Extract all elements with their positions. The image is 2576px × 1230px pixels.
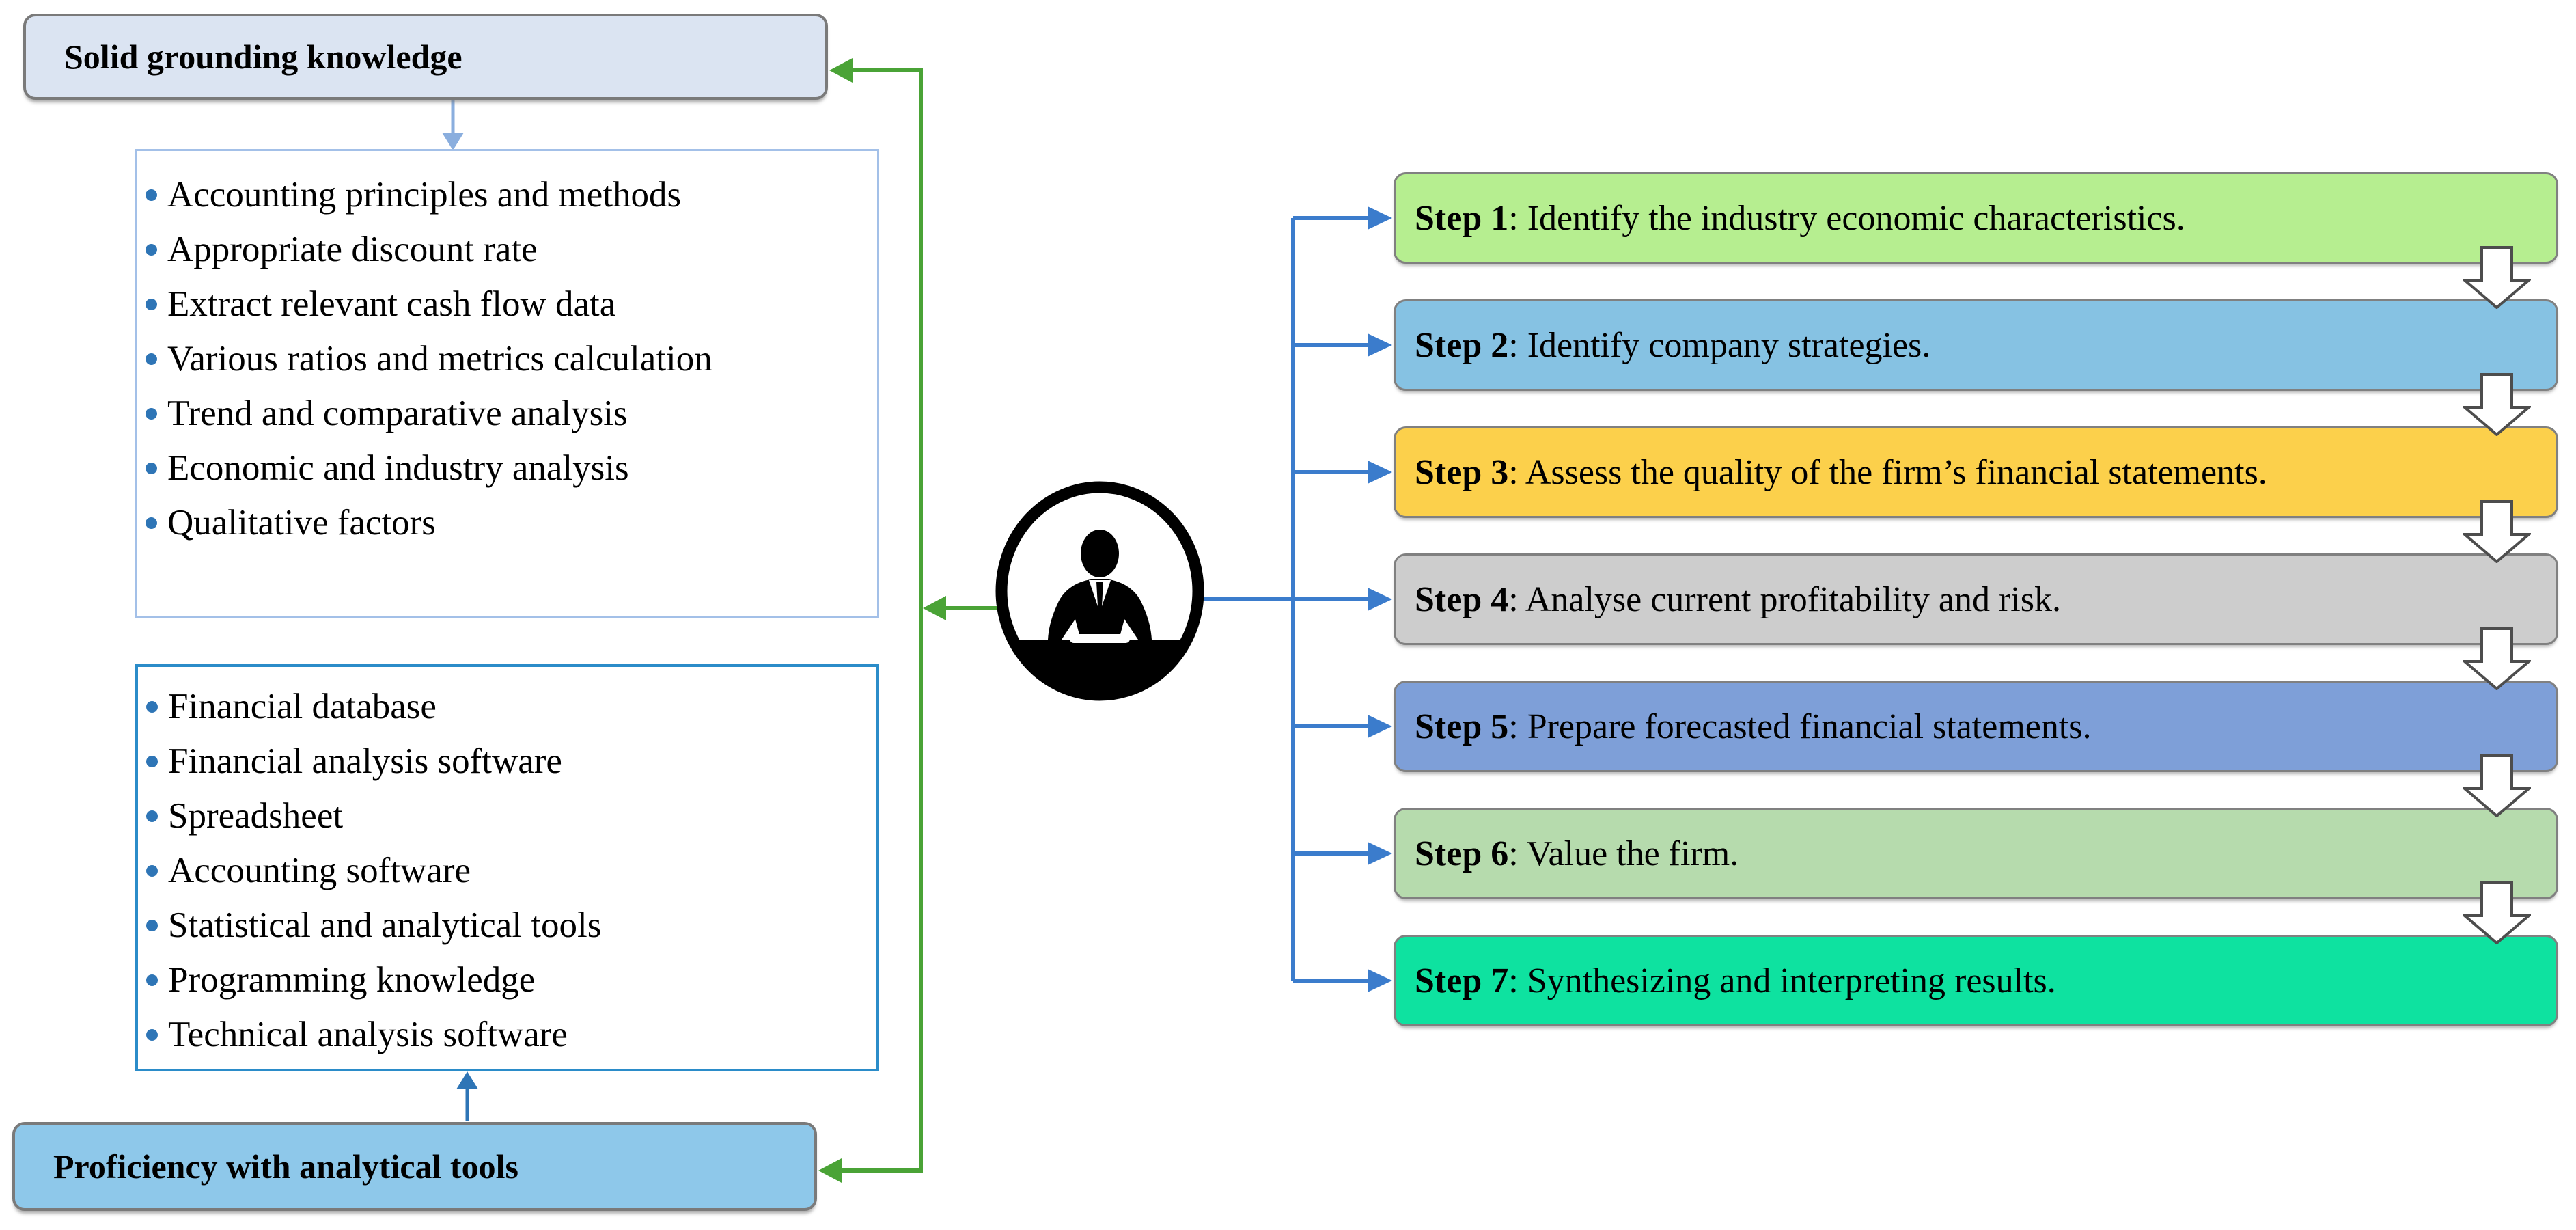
step-text: : Assess the quality of the firm’s finan… — [1508, 452, 2267, 492]
list-item: Qualitative factors — [137, 495, 850, 550]
analyst-head — [1081, 530, 1119, 577]
green-arrowhead-junction — [923, 596, 946, 620]
list-item: Spreadsheet — [138, 789, 849, 843]
list-item: Financial analysis software — [138, 734, 849, 789]
step-4-box: Step 4: Analyse current profitability an… — [1394, 554, 2558, 645]
list-item: Accounting software — [138, 843, 849, 898]
list-item: Technical analysis software — [138, 1007, 849, 1062]
step-text: : Value the firm. — [1508, 834, 1739, 873]
list-item: Appropriate discount rate — [137, 222, 850, 277]
knowledge-list-box: Accounting principles and methods Approp… — [135, 149, 879, 618]
bullet-icon — [146, 408, 157, 420]
branch-arrowhead-step-6 — [1368, 842, 1392, 865]
flow-down-arrow-4-5 — [2463, 627, 2531, 690]
bullet-icon — [146, 701, 158, 713]
flow-arrow-shape — [2463, 500, 2531, 563]
flow-down-arrow-5-6 — [2463, 754, 2531, 817]
list-item-text: Various ratios and metrics calculation — [167, 339, 712, 379]
step-text: : Prepare forecasted financial statement… — [1508, 707, 2092, 746]
analyst-tie — [1096, 582, 1103, 619]
step-label: Step 7 — [1415, 961, 1509, 1000]
knowledge-down-arrowhead — [442, 133, 464, 150]
list-item: Economic and industry analysis — [137, 441, 850, 495]
step-label: Step 5 — [1415, 707, 1509, 746]
list-item-text: Financial database — [168, 687, 437, 726]
list-item-text: Technical analysis software — [168, 1015, 568, 1054]
flow-down-arrow-1-2 — [2463, 246, 2531, 309]
list-item-text: Trend and comparative analysis — [167, 394, 628, 433]
branch-arrowhead-step-1 — [1368, 206, 1392, 230]
list-item: Various ratios and metrics calculation — [137, 331, 850, 386]
step-text: : Synthesizing and interpreting results. — [1508, 961, 2056, 1000]
branch-arrowhead-step-5 — [1368, 715, 1392, 738]
list-item-text: Appropriate discount rate — [167, 230, 538, 269]
step-1-box: Step 1: Identify the industry economic c… — [1394, 172, 2558, 264]
step-label: Step 2 — [1415, 325, 1509, 365]
list-item-text: Extract relevant cash flow data — [167, 284, 616, 324]
tools-list-box: Financial database Financial analysis so… — [135, 664, 879, 1071]
step-7-box: Step 7: Synthesizing and interpreting re… — [1394, 935, 2558, 1026]
bullet-icon — [146, 920, 158, 931]
bullet-icon — [146, 517, 157, 529]
flow-arrow-shape — [2463, 246, 2531, 309]
bullet-icon — [146, 810, 158, 822]
bullet-icon — [146, 463, 157, 474]
list-item-text: Accounting principles and methods — [167, 175, 682, 215]
bullet-icon — [146, 974, 158, 986]
flow-arrow-shape — [2463, 754, 2531, 817]
list-item-text: Economic and industry analysis — [167, 448, 629, 488]
step-text: : Identify the industry economic charact… — [1508, 198, 2185, 238]
step-text: : Identify company strategies. — [1508, 325, 1931, 365]
step-6-box: Step 6: Value the firm. — [1394, 808, 2558, 899]
bullet-icon — [146, 189, 157, 201]
analyst-book — [1070, 634, 1130, 643]
step-text: : Analyse current profitability and risk… — [1508, 579, 2061, 619]
bullet-icon — [146, 756, 158, 767]
bullet-icon — [146, 244, 157, 256]
step-5-box: Step 5: Prepare forecasted financial sta… — [1394, 681, 2558, 772]
flow-down-arrow-2-3 — [2463, 373, 2531, 436]
step-label: Step 3 — [1415, 452, 1509, 492]
step-3-box: Step 3: Assess the quality of the firm’s… — [1394, 426, 2558, 518]
list-item-text: Spreadsheet — [168, 796, 344, 836]
list-item-text: Financial analysis software — [168, 741, 562, 781]
step-label: Step 4 — [1415, 579, 1509, 619]
tools-up-arrowhead — [456, 1071, 478, 1089]
tools-header-title: Proficiency with analytical tools — [53, 1147, 518, 1186]
tools-list: Financial database Financial analysis so… — [138, 667, 876, 1062]
bullet-icon — [146, 865, 158, 877]
bullet-icon — [146, 1029, 158, 1041]
knowledge-header-title: Solid grounding knowledge — [64, 38, 462, 76]
bullet-icon — [146, 299, 157, 310]
tools-header-box: Proficiency with analytical tools — [12, 1122, 817, 1211]
green-arrowhead-tools — [818, 1158, 842, 1183]
branch-arrowhead-step-7 — [1368, 969, 1392, 992]
green-arrowhead-knowledge — [829, 58, 853, 83]
list-item: Programming knowledge — [138, 953, 849, 1007]
branch-arrowhead-step-2 — [1368, 333, 1392, 357]
knowledge-header-box: Solid grounding knowledge — [23, 14, 828, 100]
list-item-text: Programming knowledge — [168, 960, 536, 1000]
list-item: Financial database — [138, 679, 849, 734]
flow-arrow-shape — [2463, 627, 2531, 690]
list-item-text: Accounting software — [168, 851, 471, 890]
step-2-box: Step 2: Identify company strategies. — [1394, 299, 2558, 391]
knowledge-list: Accounting principles and methods Approp… — [137, 151, 877, 550]
step-label: Step 1 — [1415, 198, 1509, 238]
list-item: Accounting principles and methods — [137, 167, 850, 222]
list-item-text: Statistical and analytical tools — [168, 905, 602, 945]
list-item: Statistical and analytical tools — [138, 898, 849, 953]
list-item-text: Qualitative factors — [167, 503, 436, 543]
flow-down-arrow-3-4 — [2463, 500, 2531, 563]
analyst-icon — [995, 481, 1204, 701]
flow-down-arrow-6-7 — [2463, 882, 2531, 944]
step-label: Step 6 — [1415, 834, 1509, 873]
bullet-icon — [146, 353, 157, 365]
list-item: Trend and comparative analysis — [137, 386, 850, 441]
flow-arrow-shape — [2463, 373, 2531, 436]
branch-arrowhead-step-4 — [1368, 588, 1392, 611]
list-item: Extract relevant cash flow data — [137, 277, 850, 331]
branch-arrowhead-step-3 — [1368, 461, 1392, 484]
flow-arrow-shape — [2463, 882, 2531, 944]
